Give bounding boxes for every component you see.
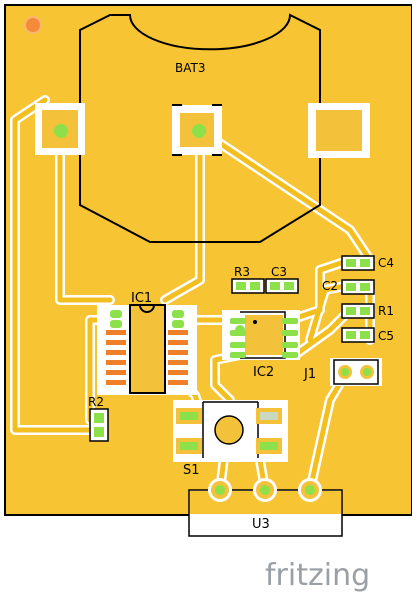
ic1-body: [129, 304, 166, 394]
r3-pad: [250, 282, 260, 290]
c5: [341, 327, 375, 343]
s1-button: [214, 415, 244, 445]
c3-label: C3: [271, 265, 287, 279]
trace: [12, 97, 98, 433]
trace: [197, 127, 373, 263]
r3-pad: [236, 282, 246, 290]
c5-label: C5: [378, 329, 394, 343]
j1-outline: [333, 359, 379, 385]
bat3-pad-center-hole: [192, 124, 206, 138]
ic2-body: [245, 315, 283, 355]
s1-pads: [176, 408, 282, 454]
r3-label: R3: [234, 265, 250, 279]
r2-label: R2: [88, 395, 104, 409]
origin-marker: [24, 16, 42, 34]
ic1-pads-right: [168, 330, 188, 385]
trace: [287, 257, 353, 323]
ic2-pin1-dot: [253, 320, 257, 324]
fritzing-logo: fritzing: [265, 558, 370, 593]
c3-pad: [270, 282, 280, 290]
trace: [57, 127, 113, 303]
ic1-notch: [139, 304, 155, 313]
u3-pins: [208, 478, 322, 502]
c2-label: C2: [322, 279, 338, 293]
c2: [341, 279, 375, 295]
r1-label: R1: [378, 304, 394, 318]
ic2-via: [235, 325, 245, 335]
c3-pad: [284, 282, 294, 290]
ic1-pads-left: [106, 330, 126, 385]
s1-label: S1: [183, 463, 200, 478]
ic1-label: IC1: [131, 291, 152, 306]
u3-label: U3: [252, 517, 270, 532]
c4-label: C4: [378, 256, 394, 270]
ic1-pads-top: [110, 310, 184, 328]
ic2-pads: [230, 318, 298, 358]
trace: [162, 127, 203, 303]
bat3-pad-center-marks: [172, 104, 222, 156]
j1-label: J1: [303, 367, 316, 382]
j1-clearance: [330, 358, 382, 386]
j1-pin-hole: [363, 368, 371, 376]
j1-pin-hole: [341, 368, 349, 376]
ic2-label: IC2: [253, 365, 274, 380]
r2-pad: [94, 413, 104, 423]
c4: [341, 255, 375, 271]
r1: [341, 303, 375, 319]
bat3-outline: [79, 13, 321, 243]
bat3-pad-right-copper: [316, 110, 362, 151]
bat3-pad-left-hole: [54, 124, 68, 138]
bat3-label: BAT3: [175, 61, 205, 75]
r2-pad: [94, 427, 104, 437]
